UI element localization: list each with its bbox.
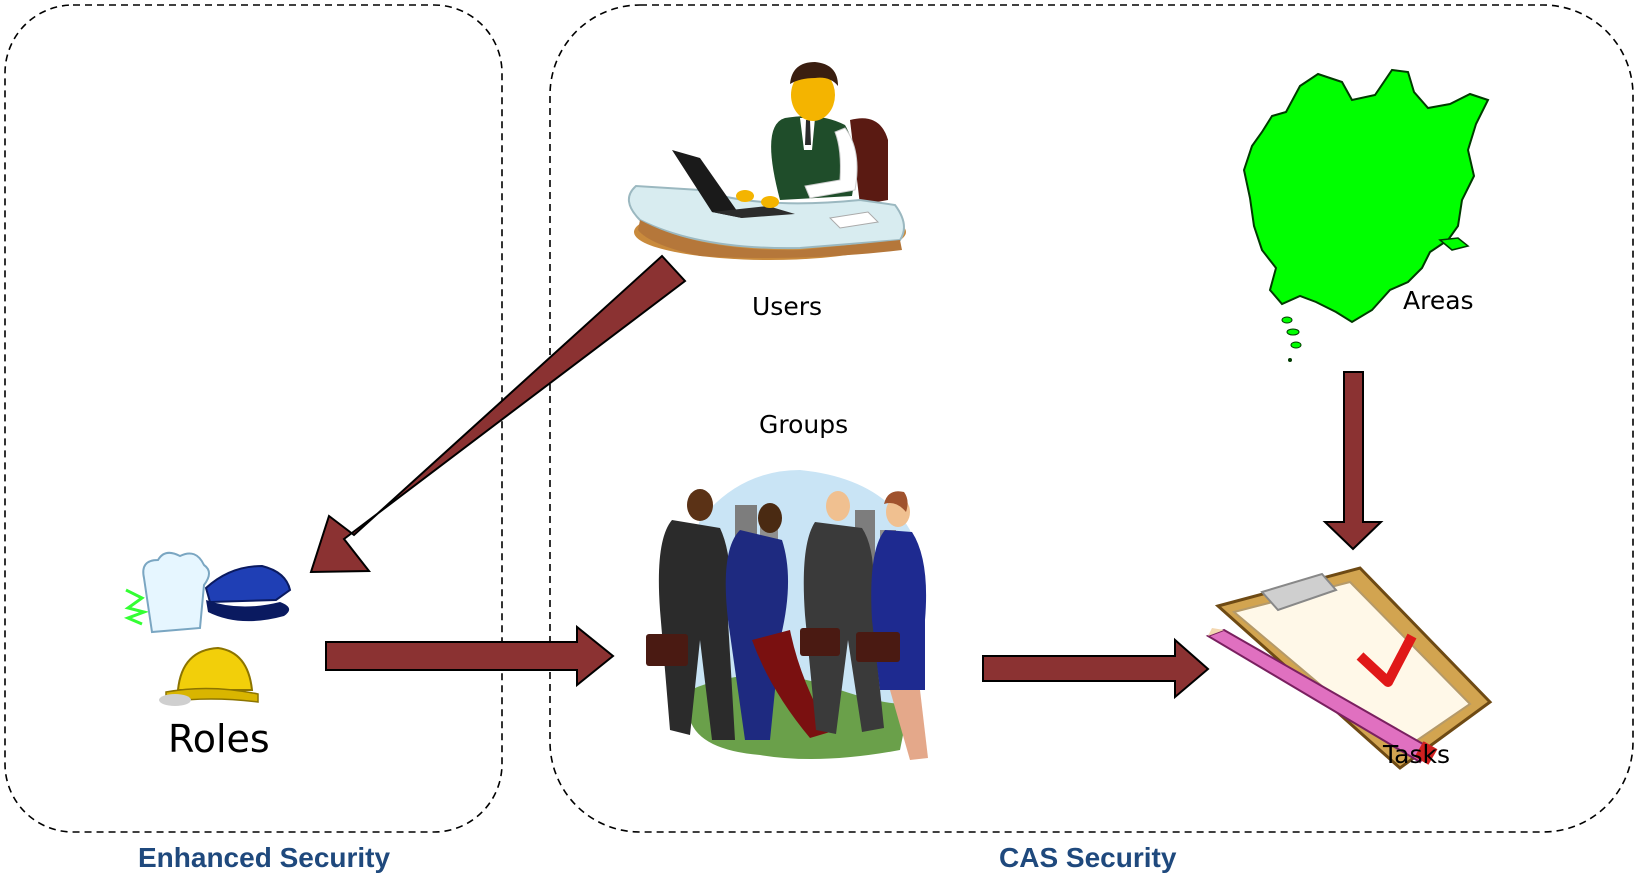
roles-label: Roles	[168, 717, 270, 761]
clipboard-checklist-icon	[1205, 566, 1493, 770]
tasks-label: Tasks	[1383, 740, 1450, 769]
arrow-areas-to-tasks	[1322, 371, 1384, 551]
business-group-icon	[646, 470, 928, 760]
cas-security-title: CAS Security	[999, 842, 1177, 873]
arrow-groups-to-tasks	[982, 637, 1210, 700]
area-map-icon	[1242, 68, 1490, 362]
arrow-users-to-roles	[309, 254, 687, 574]
arrow-roles-to-groups	[325, 624, 615, 688]
enhanced-security-boundary	[4, 4, 503, 833]
cas-security-boundary	[549, 4, 1634, 833]
person-at-desk-icon	[628, 62, 906, 260]
groups-label: Groups	[759, 410, 849, 439]
users-label: Users	[752, 292, 823, 321]
areas-label: Areas	[1403, 286, 1474, 315]
role-hats-icon	[123, 551, 292, 706]
enhanced-security-title: Enhanced Security	[138, 842, 391, 873]
